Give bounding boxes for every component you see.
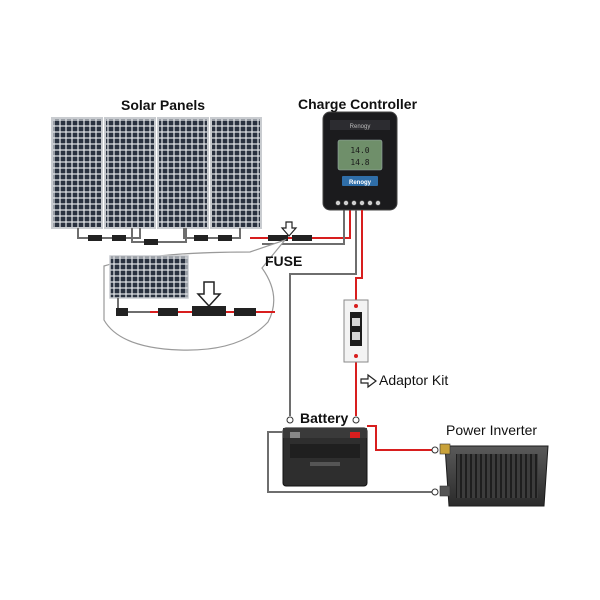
panel-to-controller-wires xyxy=(250,210,351,245)
power-inverter xyxy=(439,443,549,507)
controller-brand-logo: Renogy xyxy=(349,180,372,186)
battery-label: Battery xyxy=(300,410,349,426)
power-inverter-label: Power Inverter xyxy=(446,422,538,438)
adaptor-kit-fuse-holder xyxy=(343,299,369,363)
solar-panel-4 xyxy=(210,117,262,229)
solar-panel-3 xyxy=(157,117,209,229)
controller-lcd-line1: 14.0 xyxy=(350,146,369,155)
fuse-zoom-arrow-icon xyxy=(196,281,222,308)
controller-brand-top: Renogy xyxy=(350,124,371,130)
fuse-zoom-callout xyxy=(103,238,287,351)
charge-controller-label: Charge Controller xyxy=(298,96,418,112)
controller-lcd-line2: 14.8 xyxy=(350,158,369,167)
controller-lcd xyxy=(337,139,383,171)
controller-terminals xyxy=(335,200,381,206)
charge-controller: Renogy 14.0 14.8 Renogy xyxy=(322,111,398,211)
panel-interconnect-cables xyxy=(77,228,241,245)
adaptor-kit-label: Adaptor Kit xyxy=(379,372,449,388)
battery-to-inverter-wires xyxy=(267,425,432,493)
solar-panel-array xyxy=(51,117,262,229)
battery xyxy=(282,427,368,487)
battery-terminals xyxy=(286,416,360,424)
controller-to-battery-wires xyxy=(289,210,363,416)
adaptor-arrow-icon xyxy=(360,373,377,389)
inverter-input-terminals xyxy=(431,446,439,496)
solar-panel-1 xyxy=(51,117,103,229)
fuse-label: FUSE xyxy=(265,253,303,269)
solar-panels-label: Solar Panels xyxy=(121,97,206,113)
fuse-arrow-icon xyxy=(280,221,298,237)
solar-panel-2 xyxy=(104,117,156,229)
